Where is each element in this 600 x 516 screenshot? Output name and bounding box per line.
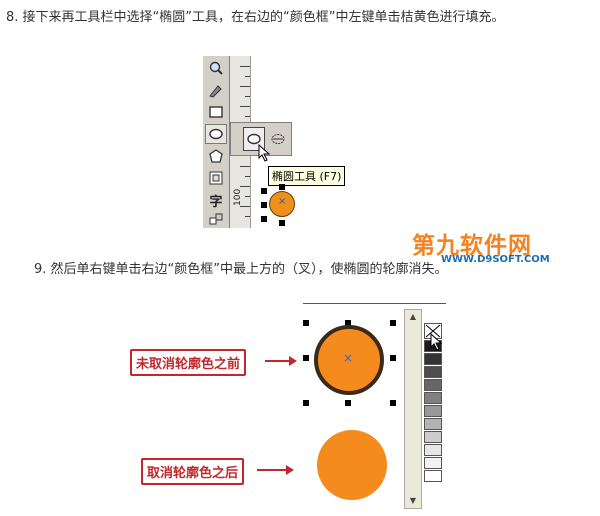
three-point-ellipse-icon[interactable] xyxy=(267,127,289,151)
palette-scrollbar[interactable]: ▲ ▼ xyxy=(404,309,422,509)
palette-screenshot: × ▲ ▼ xyxy=(303,303,446,511)
toolbar-screenshot: 字 100 椭圆工具 (F7) × xyxy=(203,56,346,228)
ellipse-with-outline[interactable] xyxy=(314,325,384,395)
selection-handle[interactable] xyxy=(261,188,267,194)
tool-tooltip: 椭圆工具 (F7) xyxy=(268,166,346,186)
interactive-icon[interactable] xyxy=(205,210,227,230)
freehand-icon[interactable] xyxy=(205,80,227,100)
color-swatch[interactable] xyxy=(424,405,442,417)
selection-handle[interactable] xyxy=(279,220,285,226)
color-swatch[interactable] xyxy=(424,353,442,365)
color-palette xyxy=(424,323,444,483)
scroll-up-icon[interactable]: ▲ xyxy=(409,312,417,321)
color-swatch[interactable] xyxy=(424,457,442,469)
ellipse-without-outline[interactable] xyxy=(317,430,387,500)
color-swatch[interactable] xyxy=(424,444,442,456)
mouse-pointer-icon xyxy=(430,333,443,351)
callout-before: 未取消轮廓色之前 xyxy=(130,349,247,376)
color-swatch[interactable] xyxy=(424,470,442,482)
step-8-instruction: 8. 接下来再工具栏中选择“椭圆”工具，在右边的“颜色框”中左键单击桔黄色进行填… xyxy=(6,10,505,25)
selection-handle[interactable] xyxy=(303,400,309,406)
selection-handle[interactable] xyxy=(279,184,285,190)
selection-handle[interactable] xyxy=(303,355,309,361)
rectangle-icon[interactable] xyxy=(205,102,227,122)
selection-handle[interactable] xyxy=(390,400,396,406)
selection-handle[interactable] xyxy=(303,320,309,326)
selection-handle[interactable] xyxy=(345,400,351,406)
ellipse-flyout xyxy=(230,122,292,156)
selection-handle[interactable] xyxy=(261,202,267,208)
center-marker-icon: × xyxy=(278,196,287,207)
selection-handle[interactable] xyxy=(261,216,267,222)
small-ellipse[interactable] xyxy=(269,191,295,217)
color-swatch[interactable] xyxy=(424,431,442,443)
spiral-icon[interactable] xyxy=(205,168,227,188)
zoom-icon[interactable] xyxy=(205,58,227,78)
mouse-pointer-icon xyxy=(258,144,271,162)
polygon-icon[interactable] xyxy=(205,146,227,166)
toolbox: 字 xyxy=(203,56,230,228)
selection-handle[interactable] xyxy=(345,320,351,326)
callout-after: 取消轮廓色之后 xyxy=(141,458,245,485)
no-color-swatch[interactable] xyxy=(424,323,442,339)
watermark-brand: 第九软件网 xyxy=(412,233,532,259)
color-swatch[interactable] xyxy=(424,418,442,430)
scroll-down-icon[interactable]: ▼ xyxy=(409,496,417,505)
color-swatch[interactable] xyxy=(424,366,442,378)
arrow-icon xyxy=(257,465,294,475)
color-swatch[interactable] xyxy=(424,379,442,391)
ruler-number: 100 xyxy=(233,188,243,206)
ellipse-icon[interactable] xyxy=(205,124,227,144)
selection-handle[interactable] xyxy=(390,355,396,361)
text-icon[interactable]: 字 xyxy=(209,194,223,210)
center-marker-icon: × xyxy=(343,351,354,365)
color-swatch[interactable] xyxy=(424,392,442,404)
arrow-icon xyxy=(265,356,297,366)
step-9-instruction: 9. 然后单右键单击右边“颜色框”中最上方的（叉），使椭圆的轮廓消失。 xyxy=(34,262,448,277)
page-border xyxy=(303,303,446,304)
selection-handle[interactable] xyxy=(390,320,396,326)
watermark-url: WWW.D9SOFT.COM xyxy=(441,254,550,265)
